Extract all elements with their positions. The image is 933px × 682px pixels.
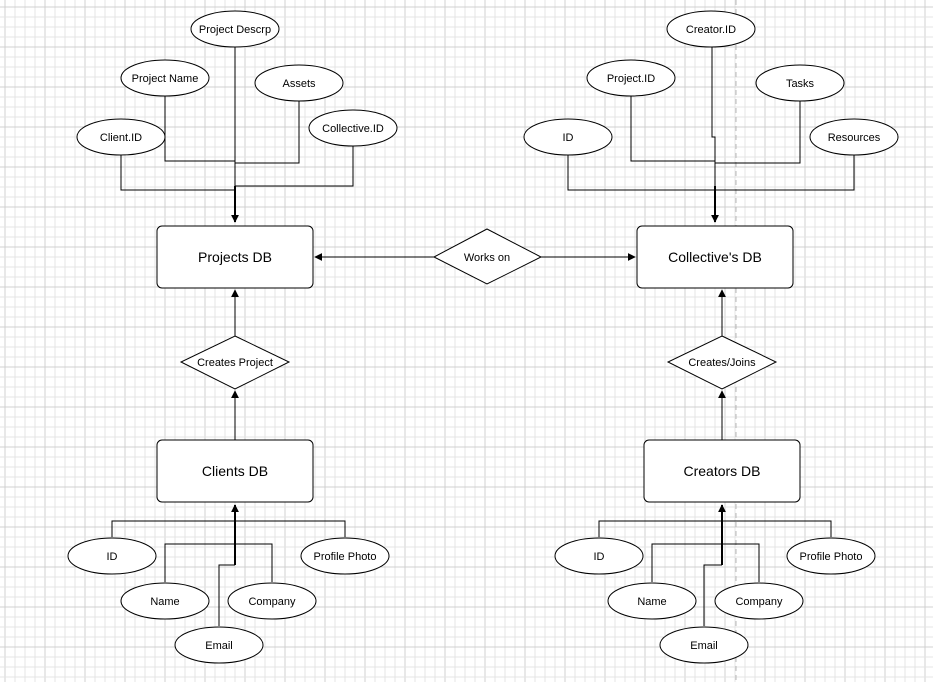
attribute-label: Name [637,596,666,608]
relationship-works-on[interactable]: Works on [432,228,543,285]
attribute-label: Creator.ID [686,24,736,36]
relationship-creates-joins[interactable]: Creates/Joins [666,335,778,390]
attribute-tasks[interactable]: Tasks [755,64,845,102]
attribute-label: Collective.ID [322,123,384,135]
attribute-label: Client.ID [100,132,142,144]
entity-creators-db[interactable]: Creators DB [643,439,801,503]
attribute-label: ID [563,132,574,144]
attribute-label: ID [107,551,118,563]
creators-attribute-connectors [598,504,832,626]
attribute-label: Profile Photo [800,551,863,563]
attribute-client-id[interactable]: Client.ID [76,118,166,156]
attribute-creator-id[interactable]: Creator.ID [666,10,756,48]
relationship-label: Creates Project [197,357,273,369]
relationship-creates-project[interactable]: Creates Project [179,335,291,390]
attribute-client-name[interactable]: Name [120,582,210,620]
entity-collectives-db[interactable]: Collective's DB [636,225,794,289]
attribute-client-company[interactable]: Company [227,582,317,620]
entity-label: Projects DB [198,249,272,265]
projects-attribute-connectors [120,47,354,223]
attribute-creator-id-key[interactable]: ID [554,537,644,575]
attribute-label: Name [150,596,179,608]
attribute-client-profile-photo[interactable]: Profile Photo [300,537,390,575]
relationship-label: Works on [464,252,510,264]
attribute-label: Project.ID [607,73,655,85]
attribute-label: Email [205,640,233,652]
attribute-label: Project Name [132,73,199,85]
attribute-resources[interactable]: Resources [809,118,899,156]
relationship-label: Creates/Joins [688,357,756,369]
attribute-creator-name[interactable]: Name [607,582,697,620]
attribute-project-id[interactable]: Project.ID [586,59,676,97]
attribute-collective-id[interactable]: Collective.ID [308,109,398,147]
attribute-label: Profile Photo [314,551,377,563]
attribute-collective-id-key[interactable]: ID [523,118,613,156]
attribute-label: ID [594,551,605,563]
entity-label: Clients DB [202,463,268,479]
entity-label: Creators DB [683,463,760,479]
attribute-label: Resources [828,132,881,144]
attribute-label: Assets [282,78,316,90]
attribute-assets[interactable]: Assets [254,64,344,102]
attribute-project-name[interactable]: Project Name [120,59,210,97]
attribute-creator-profile-photo[interactable]: Profile Photo [786,537,876,575]
entity-projects-db[interactable]: Projects DB [156,225,314,289]
attribute-label: Company [735,596,783,608]
collectives-attribute-connectors [567,47,855,223]
attribute-creator-company[interactable]: Company [714,582,804,620]
attribute-label: Company [248,596,296,608]
attribute-project-descrp[interactable]: Project Descrp [190,10,280,48]
entity-label: Collective's DB [668,249,762,265]
attribute-client-id-key[interactable]: ID [67,537,157,575]
attribute-creator-email[interactable]: Email [659,626,749,664]
entity-clients-db[interactable]: Clients DB [156,439,314,503]
attribute-label: Project Descrp [199,24,271,36]
attribute-label: Email [690,640,718,652]
attribute-label: Tasks [786,78,815,90]
clients-attribute-connectors [111,504,346,626]
attribute-client-email[interactable]: Email [174,626,264,664]
